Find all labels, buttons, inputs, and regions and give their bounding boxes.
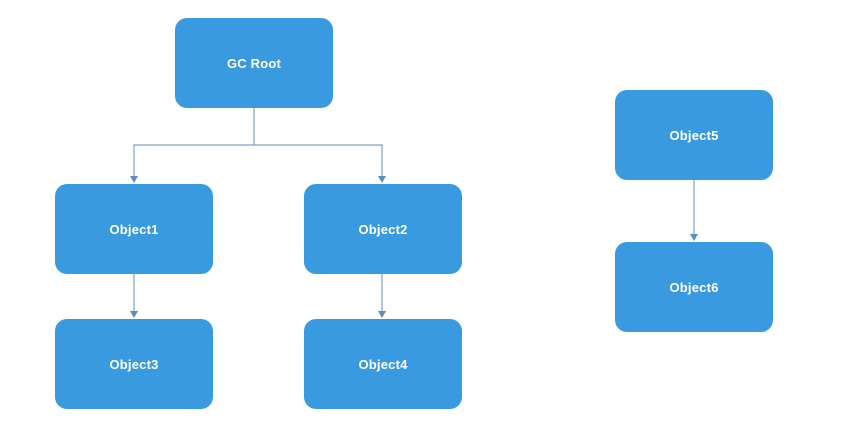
- edge-gc-root-to-object1: [130, 108, 255, 183]
- edge-gc-root-to-object2: [254, 144, 386, 183]
- node-object3: Object3: [55, 319, 213, 409]
- node-object2: Object2: [304, 184, 462, 274]
- node-object5: Object5: [615, 90, 773, 180]
- node-object4: Object4: [304, 319, 462, 409]
- node-gc-root: GC Root: [175, 18, 333, 108]
- node-object1: Object1: [55, 184, 213, 274]
- node-object6: Object6: [615, 242, 773, 332]
